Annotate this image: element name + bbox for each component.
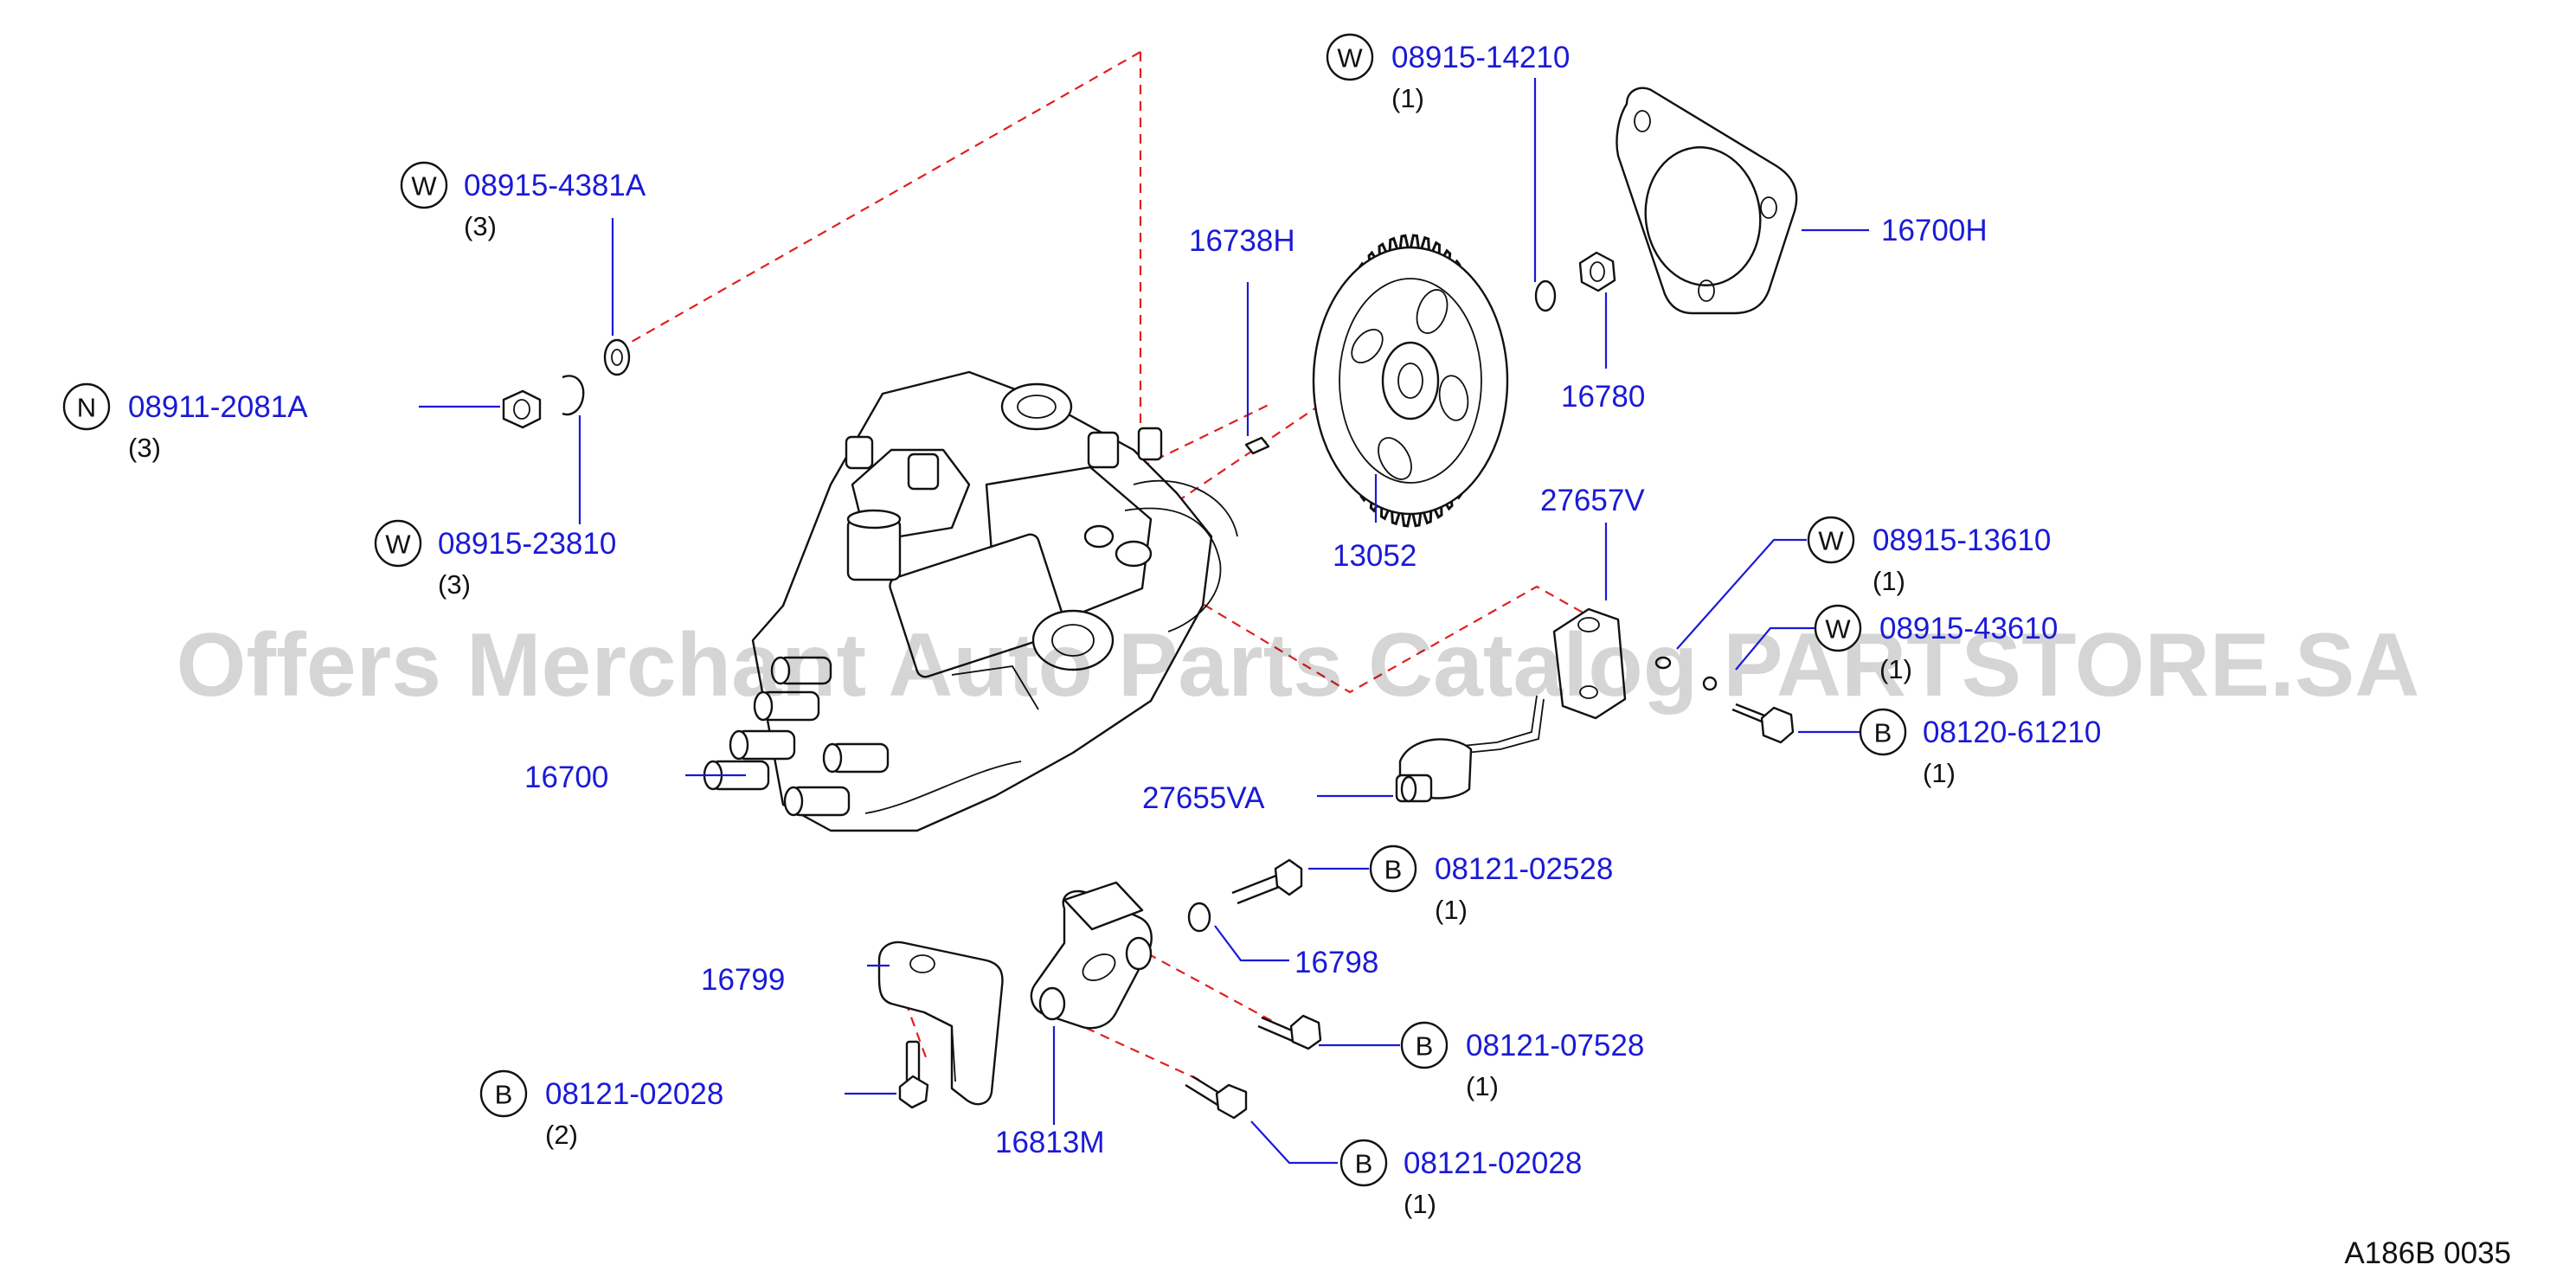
callout-badge: B [1384,855,1403,885]
part-qty: (3) [128,433,161,463]
callout-08915-23810[interactable]: W 08915-23810 (3) [374,519,616,600]
label-16813M[interactable]: 16813M [995,1126,1104,1159]
part-qty: (1) [1466,1071,1499,1101]
part-qty: (1) [1404,1189,1436,1219]
part-qty: (3) [464,211,497,241]
part-number[interactable]: 08120-61210 [1923,716,2101,749]
part-qty: (1) [1435,895,1468,925]
label-16738H[interactable]: 16738H [1189,224,1295,258]
callout-badge: W [1818,526,1844,556]
part-number[interactable]: 08915-43610 [1879,612,2058,645]
part-number[interactable]: 08121-07528 [1466,1029,1644,1063]
callout-08915-13610[interactable]: W 08915-13610 (1) [1807,516,2051,596]
part-number[interactable]: 08915-23810 [438,527,616,561]
washer-nut-stack [502,338,631,429]
callout-badge: N [77,393,96,423]
part-number[interactable]: 08915-13610 [1873,523,2051,557]
callout-08121-07528[interactable]: B 08121-07528 (1) [1400,1021,1644,1101]
drawing-code: A186B 0035 [2344,1236,2511,1270]
part-qty: (1) [1879,654,1912,684]
label-27655VA[interactable]: 27655VA [1142,781,1265,815]
gasket-drawing [1616,87,1798,315]
part-qty: (1) [1873,566,1905,596]
callout-08915-4381A[interactable]: W 08915-4381A (3) [400,161,646,241]
label-16799[interactable]: 16799 [701,963,785,997]
callout-08911-2081A[interactable]: N 08911-2081A (3) [62,382,308,463]
part-qty: (3) [438,569,471,600]
label-27657V[interactable]: 27657V [1540,484,1645,517]
callout-badge: B [495,1080,513,1110]
part-qty: (2) [545,1120,578,1150]
callout-badge: W [1825,614,1851,645]
callout-08121-02528[interactable]: B 08121-02528 (1) [1369,844,1613,925]
watermark: Offers Merchant Auto Parts Catalog PARTS… [177,615,2420,716]
callout-badge: B [1355,1149,1373,1179]
callout-08120-61210[interactable]: B 08120-61210 (1) [1859,708,2101,788]
callout-badge: W [1337,43,1363,74]
callout-08121-02028-qty1[interactable]: B 08121-02028 (1) [1339,1139,1582,1219]
label-16798[interactable]: 16798 [1294,946,1378,979]
part-qty: (1) [1391,83,1424,113]
leader-lines [419,78,1869,1165]
part-number[interactable]: 08915-4381A [464,169,646,202]
part-qty: (1) [1923,758,1956,788]
callout-badge: W [385,530,411,560]
label-16700H[interactable]: 16700H [1881,214,1988,247]
part-number[interactable]: 08121-02528 [1435,852,1613,886]
label-13052[interactable]: 13052 [1333,539,1416,573]
callout-badge: B [1416,1031,1434,1062]
bracket-assembly-drawing [877,858,1322,1120]
callout-08915-14210[interactable]: W 08915-14210 (1) [1326,33,1570,113]
part-number[interactable]: 08915-14210 [1391,41,1570,74]
part-number[interactable]: 08911-2081A [128,390,308,424]
callout-08121-02028-qty2[interactable]: B 08121-02028 (2) [479,1069,723,1150]
callout-08915-43610[interactable]: W 08915-43610 (1) [1814,604,2058,684]
label-16780[interactable]: 16780 [1561,380,1645,414]
sensor-assembly-drawing [1395,607,1795,803]
part-number[interactable]: 08121-02028 [1404,1146,1582,1180]
callout-badge: W [411,171,437,202]
label-16700[interactable]: 16700 [524,761,608,794]
callout-badge: B [1874,718,1892,748]
injection-pump-drawing [703,370,1238,832]
part-number[interactable]: 08121-02028 [545,1077,723,1111]
gear-drawing [1244,235,1616,526]
